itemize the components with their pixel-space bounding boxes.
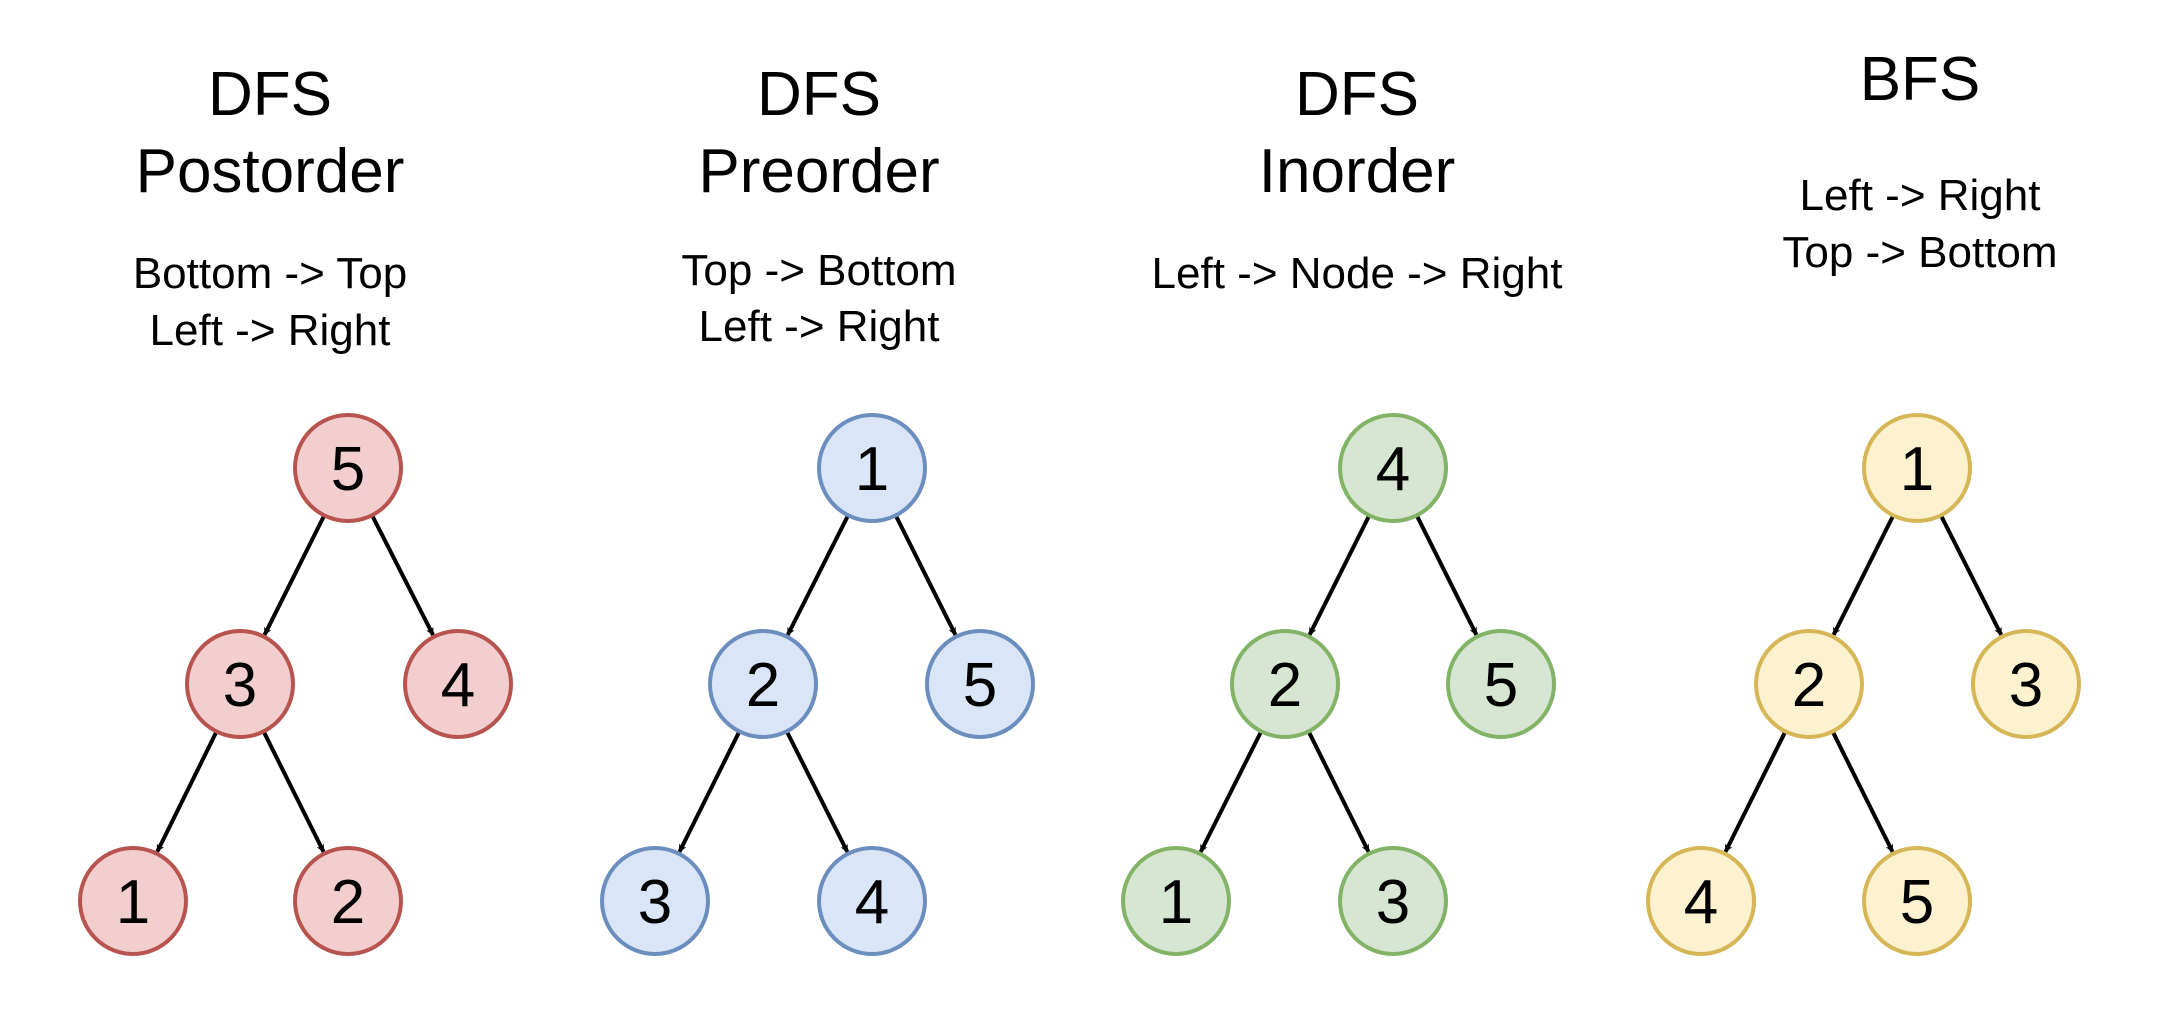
- node-circle: [78, 846, 188, 956]
- panel-title: BFS: [1860, 45, 1981, 114]
- node-label: 1: [1159, 868, 1193, 937]
- node-circle: [1646, 846, 1756, 956]
- node-circle: [185, 629, 295, 739]
- node-label: 2: [331, 868, 365, 937]
- node-circle: [1121, 846, 1231, 956]
- edge-arrow: [1307, 514, 1372, 636]
- node-label: 3: [638, 868, 672, 937]
- node-circle: [1230, 629, 1340, 739]
- panel-title: Inorder: [1259, 137, 1455, 206]
- panel-description: Left -> Node -> Right: [1152, 249, 1563, 298]
- node-label: 4: [855, 868, 889, 937]
- node-label: 5: [331, 435, 365, 504]
- tree-node: 3: [1338, 846, 1448, 956]
- panel-title: Preorder: [698, 137, 939, 206]
- tree-node: 5: [1862, 846, 1972, 956]
- edge-arrow: [155, 730, 219, 853]
- edge-arrow: [262, 514, 327, 636]
- node-circle: [1971, 629, 2081, 739]
- panel-description: Left -> Right: [150, 306, 391, 355]
- edge-arrow: [785, 514, 850, 636]
- edge-arrow: [1830, 730, 1895, 853]
- node-label: 1: [855, 435, 889, 504]
- node-circle: [600, 846, 710, 956]
- tree-node: 1: [78, 846, 188, 956]
- tree-node: 1: [1121, 846, 1231, 956]
- node-label: 4: [441, 651, 475, 720]
- node-circle: [1862, 846, 1972, 956]
- panel-description: Bottom -> Top: [133, 249, 407, 298]
- tree-node: 4: [1646, 846, 1756, 956]
- node-circle: [708, 629, 818, 739]
- tree-node: 3: [600, 846, 710, 956]
- node-circle: [817, 846, 927, 956]
- edge-arrow: [785, 730, 850, 853]
- edge-arrow: [1723, 730, 1788, 853]
- panel-description: Left -> Right: [699, 302, 940, 351]
- node-label: 3: [2009, 651, 2043, 720]
- tree-node: 4: [817, 846, 927, 956]
- node-label: 2: [1792, 651, 1826, 720]
- tree-node: 3: [1971, 629, 2081, 739]
- tree-node: 1: [1862, 413, 1972, 523]
- edge-arrow: [1198, 730, 1263, 853]
- tree-node: 2: [1230, 629, 1340, 739]
- node-label: 2: [1268, 651, 1302, 720]
- panel-title: DFS: [1295, 60, 1419, 129]
- tree-node: 2: [1754, 629, 1864, 739]
- edge-arrow: [1831, 514, 1896, 636]
- tree-node: 4: [403, 629, 513, 739]
- panel-title: Postorder: [136, 137, 405, 206]
- panel-description: Top -> Bottom: [681, 246, 956, 295]
- tree-node: 5: [925, 629, 1035, 739]
- node-label: 4: [1376, 435, 1410, 504]
- node-label: 3: [1376, 868, 1410, 937]
- node-label: 5: [1900, 868, 1934, 937]
- panel-description: Left -> Right: [1800, 171, 2041, 220]
- tree-node: 2: [293, 846, 403, 956]
- edge-arrow: [677, 730, 742, 853]
- edge-arrow: [261, 730, 326, 853]
- panel-title: DFS: [757, 60, 881, 129]
- node-label: 2: [746, 651, 780, 720]
- node-label: 3: [223, 651, 257, 720]
- node-circle: [1862, 413, 1972, 523]
- node-circle: [293, 413, 403, 523]
- panel-title: DFS: [208, 60, 332, 129]
- tree-node: 2: [708, 629, 818, 739]
- tree-node: 3: [185, 629, 295, 739]
- node-label: 5: [1484, 651, 1518, 720]
- edge-arrow: [893, 514, 958, 636]
- tree-node: 1: [817, 413, 927, 523]
- node-label: 1: [116, 868, 150, 937]
- panel-description: Top -> Bottom: [1782, 228, 2057, 277]
- node-circle: [1446, 629, 1556, 739]
- node-circle: [817, 413, 927, 523]
- edge-arrow: [1414, 514, 1479, 636]
- edge-arrow: [1939, 514, 2004, 636]
- edge-arrow: [1306, 730, 1371, 853]
- node-circle: [1338, 846, 1448, 956]
- node-circle: [1754, 629, 1864, 739]
- node-label: 1: [1900, 435, 1934, 504]
- node-label: 4: [1684, 868, 1718, 937]
- edge-arrow: [370, 514, 435, 636]
- node-circle: [293, 846, 403, 956]
- node-label: 5: [963, 651, 997, 720]
- node-circle: [925, 629, 1035, 739]
- tree-node: 5: [1446, 629, 1556, 739]
- node-circle: [1338, 413, 1448, 523]
- tree-node: 4: [1338, 413, 1448, 523]
- tree-node: 5: [293, 413, 403, 523]
- node-circle: [403, 629, 513, 739]
